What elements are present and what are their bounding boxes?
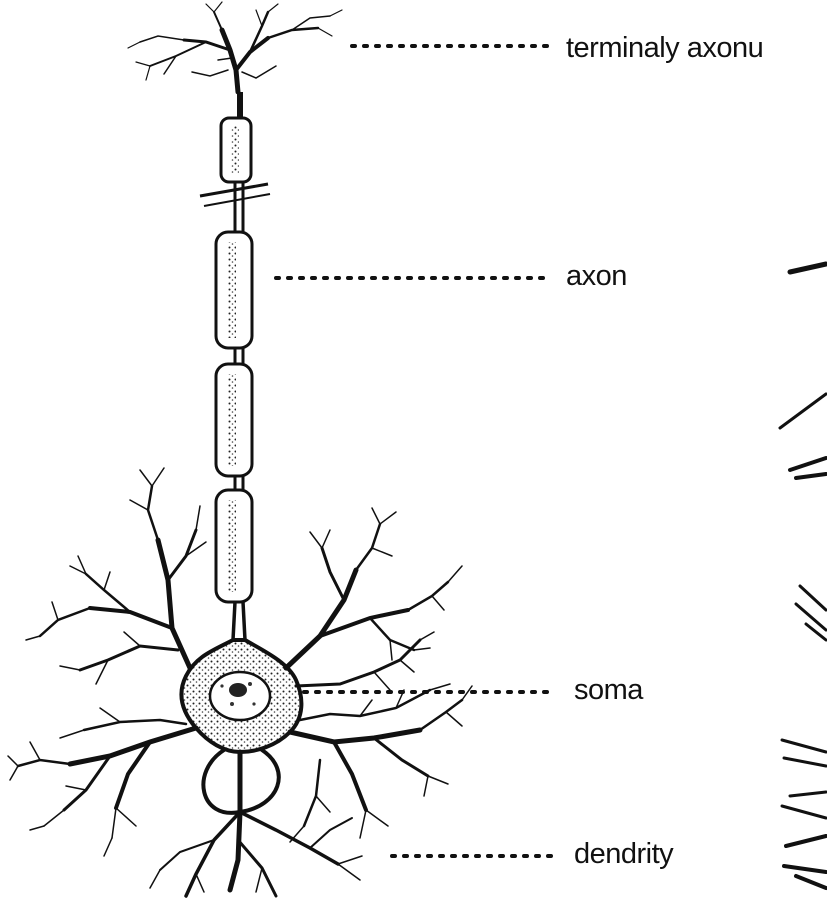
label-axon-terminals: terminaly axonu	[566, 34, 763, 63]
cropped-neighbor-drawing	[780, 264, 826, 888]
label-axon: axon	[566, 262, 627, 291]
leader-lines	[276, 46, 558, 856]
axon-shaft	[200, 92, 270, 640]
axon-terminals	[128, 2, 342, 92]
label-soma: soma	[574, 676, 643, 705]
soma-body	[181, 640, 301, 752]
label-dendrites: dendrity	[574, 840, 673, 869]
